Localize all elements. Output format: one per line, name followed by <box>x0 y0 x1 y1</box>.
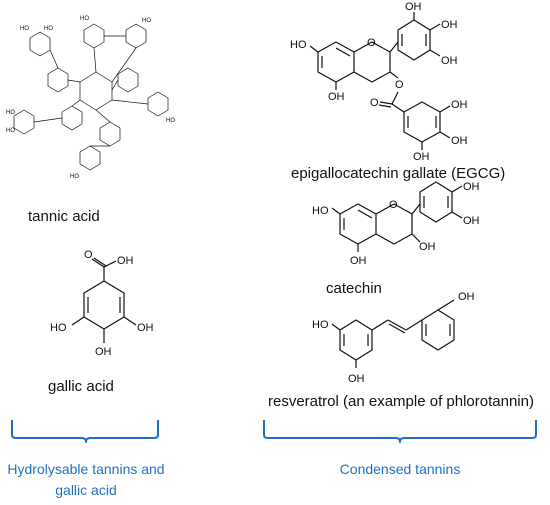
egcg-o-ester: O <box>395 79 404 91</box>
gallic-oh-top: OH <box>117 255 134 267</box>
egcg-oh: OH <box>441 19 458 31</box>
tannic-acid-oh-labels: HO HO HO HO HO HO HO HO <box>6 16 175 180</box>
gallic-ho-left: HO <box>50 322 67 334</box>
resveratrol-oh: OH <box>348 373 365 385</box>
catechin-o-ring: O <box>389 199 398 211</box>
tannic-acid-label: HO <box>44 26 53 32</box>
hydrolysable-category-label: Hydrolysable tannins and gallic acid <box>0 459 172 501</box>
condensed-category-label: Condensed tannins <box>339 461 461 477</box>
gallic-oh-bottom: OH <box>95 346 112 358</box>
catechin-oh: OH <box>350 255 367 267</box>
egcg-oh: OH <box>405 1 422 13</box>
egcg-oh: OH <box>413 151 430 163</box>
resveratrol-oh-top: OH <box>458 291 475 303</box>
tannic-acid-label: HO <box>6 110 15 116</box>
tannic-acid-label: HO <box>6 128 15 134</box>
resveratrol-name: resveratrol (an example of phlorotannin) <box>268 393 534 410</box>
catechin-name: catechin <box>326 280 382 297</box>
egcg-o-carbonyl: O <box>370 97 379 109</box>
catechin-oh: OH <box>463 181 480 193</box>
egcg-oh: OH <box>441 55 458 67</box>
catechin-oh: OH <box>419 241 436 253</box>
egcg-oh: OH <box>451 99 468 111</box>
tannic-acid-label: HO <box>166 118 175 124</box>
egcg-name: epigallocatechin gallate (EGCG) <box>291 165 506 182</box>
gallic-acid-name: gallic acid <box>48 378 114 395</box>
egcg-ho: HO <box>290 39 307 51</box>
egcg-oh: OH <box>328 91 345 103</box>
condensed-bracket <box>263 420 537 443</box>
tannic-acid-label: HO <box>142 18 151 24</box>
tannic-acid-label: HO <box>80 16 89 22</box>
hydrolysable-label-line2: gallic acid <box>55 482 117 498</box>
catechin-ho: HO <box>312 205 329 217</box>
hydrolysable-label-line1: Hydrolysable tannins and <box>7 461 165 477</box>
tannic-acid-name: tannic acid <box>28 208 100 225</box>
gallic-oh-right: OH <box>137 322 154 334</box>
catechin-oh: OH <box>463 215 480 227</box>
tannic-acid-label: HO <box>70 174 79 180</box>
resveratrol-ho: HO <box>312 319 329 331</box>
tannic-acid-molecule <box>13 23 169 171</box>
gallic-o: O <box>84 249 93 261</box>
egcg-oh: OH <box>451 135 468 147</box>
egcg-o-ring: O <box>367 37 376 49</box>
tannic-acid-label: HO <box>20 26 29 32</box>
hydrolysable-bracket <box>11 420 159 443</box>
